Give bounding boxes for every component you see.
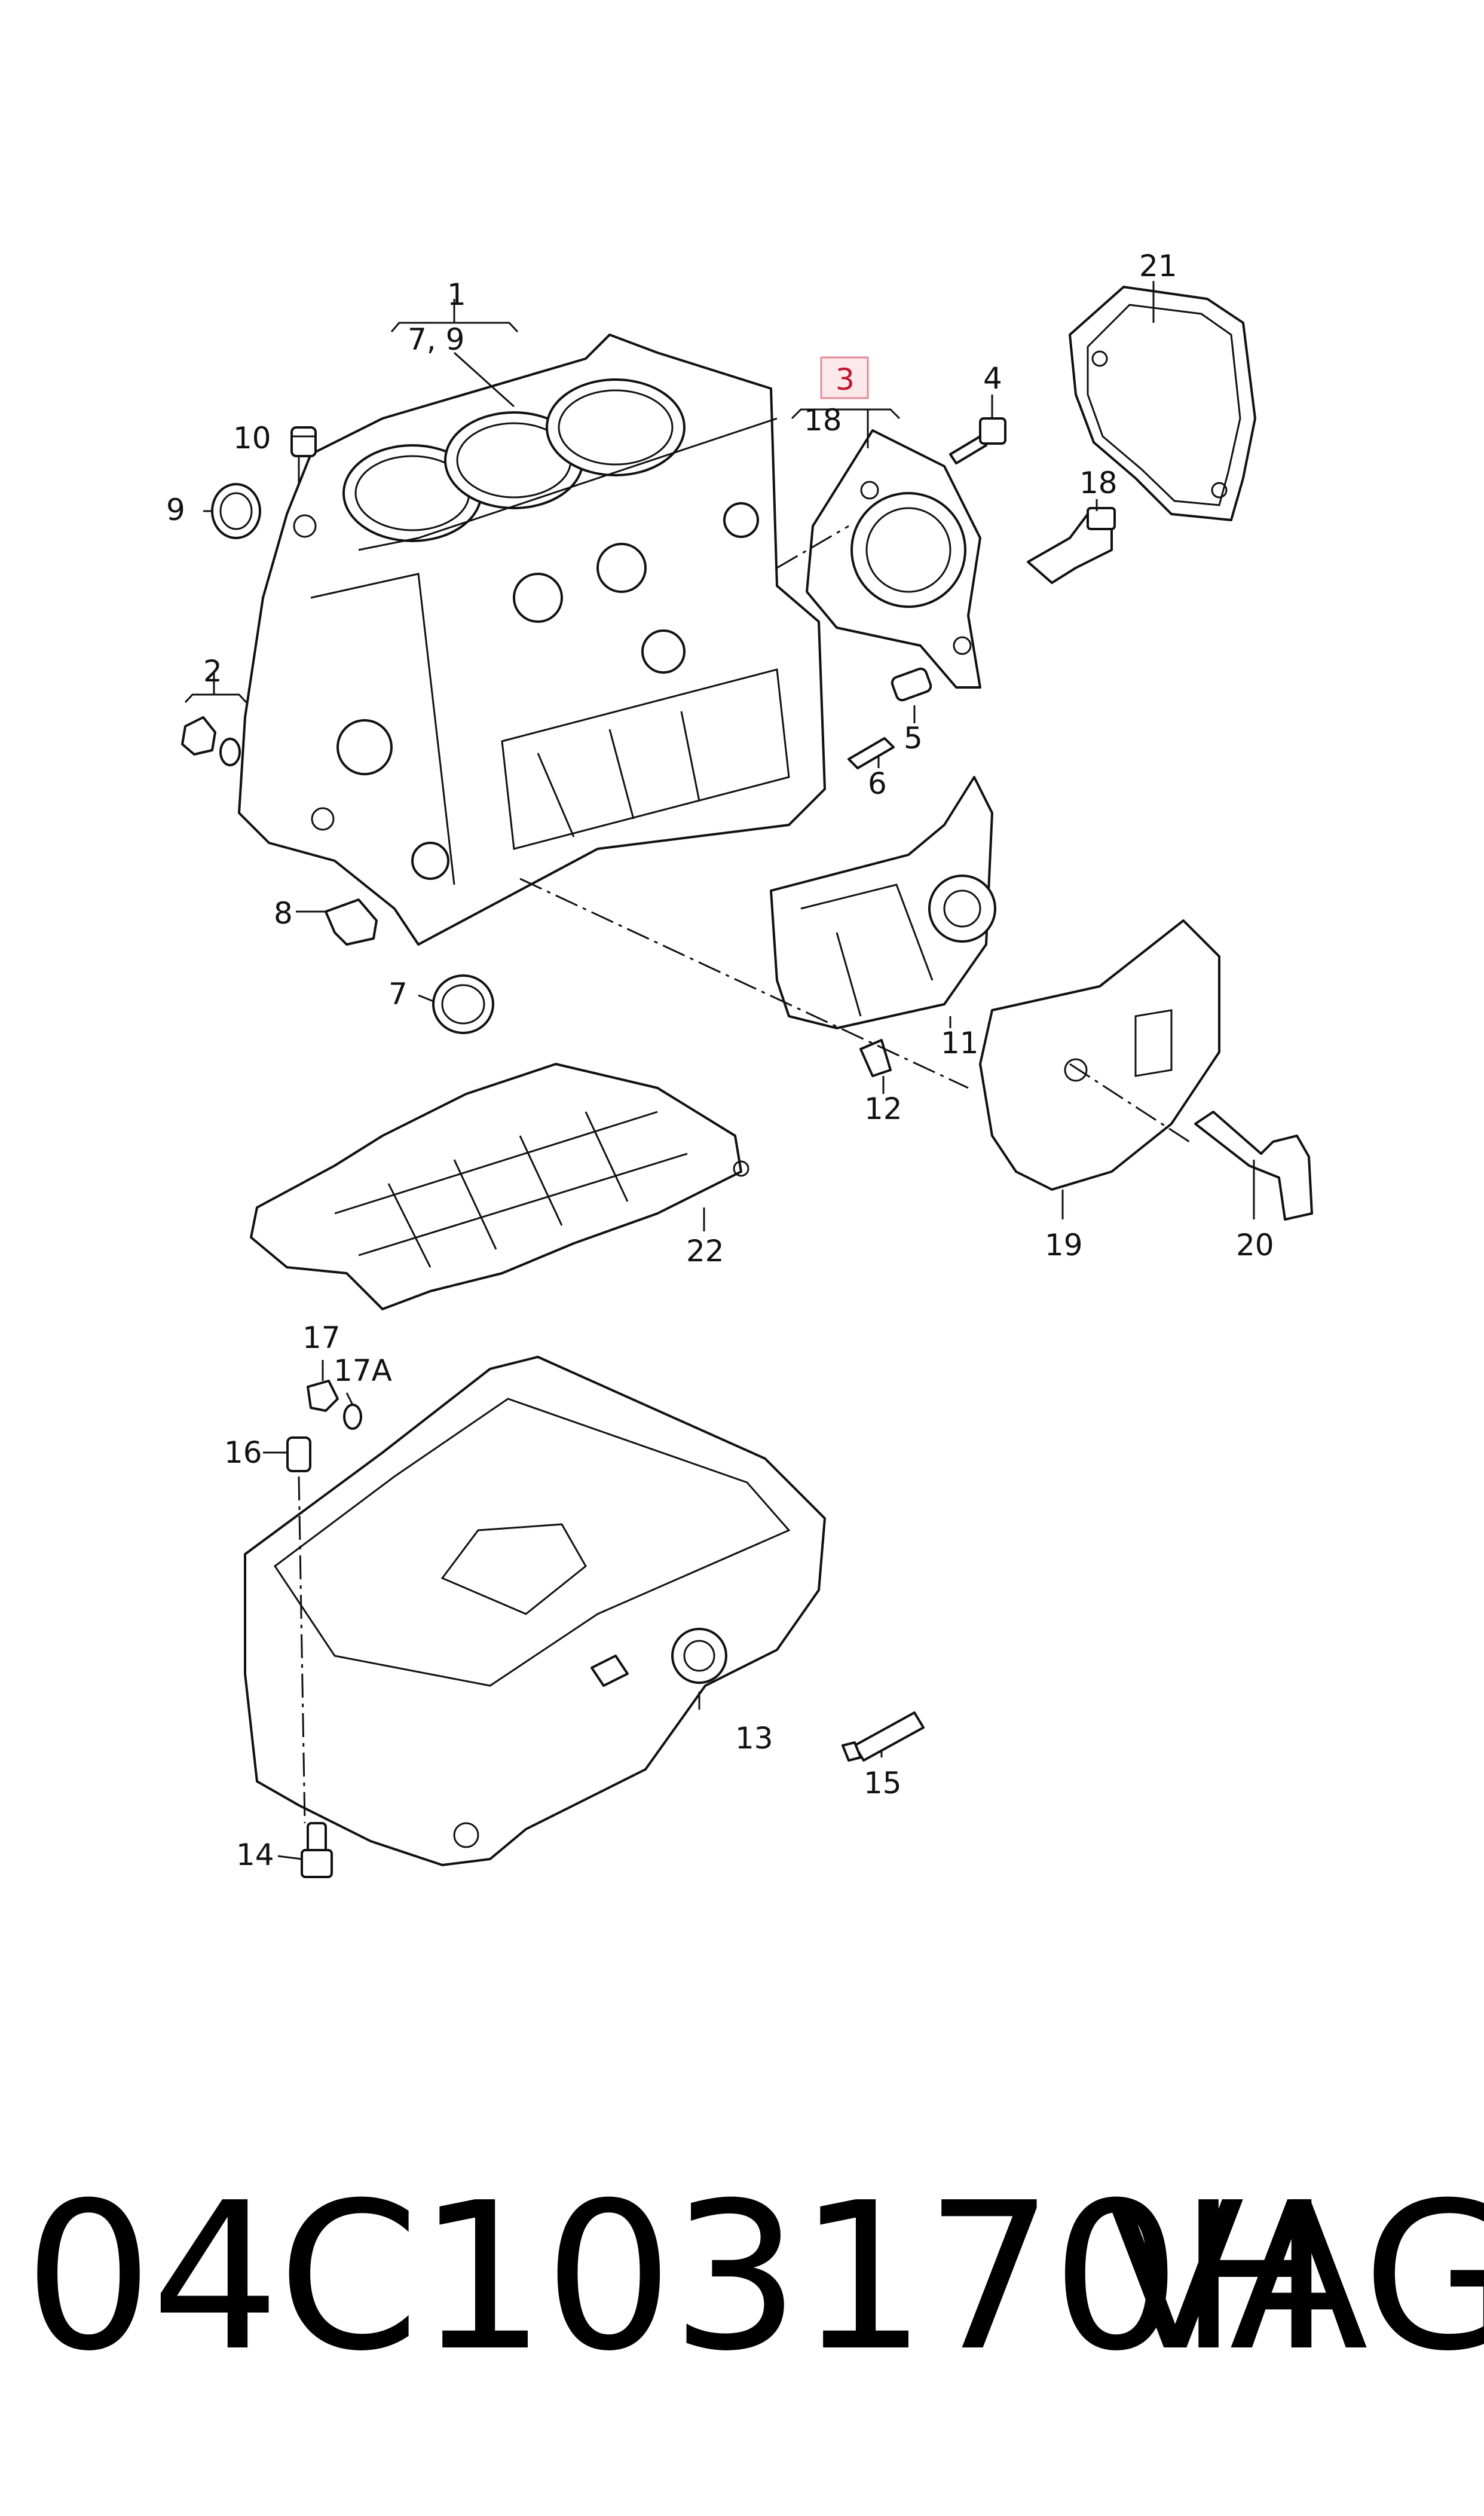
callout-10[interactable]: 10 <box>233 421 271 455</box>
callout-3[interactable]: 3 <box>836 362 855 397</box>
part-17a-seal <box>343 1404 362 1430</box>
part-18-sensor <box>1027 507 1116 584</box>
callout-2[interactable]: 2 <box>203 654 222 689</box>
callout-15[interactable]: 15 <box>864 1766 902 1800</box>
callout-labels: 1 7, 9 3 18 4 21 18 10 9 2 8 7 5 6 11 12… <box>166 249 1274 1872</box>
part-12-bolt <box>859 1039 892 1077</box>
part-4-bolt <box>949 417 1006 464</box>
callout-18[interactable]: 18 <box>1079 466 1118 500</box>
part-14-bolt <box>301 1822 333 1878</box>
rear-seal-flange <box>806 429 981 689</box>
callout-12[interactable]: 12 <box>864 1092 902 1126</box>
leader-lines <box>184 281 1255 1860</box>
callout-22[interactable]: 22 <box>686 1234 724 1268</box>
part-9-cap <box>211 483 261 539</box>
part-15-sealant-tube <box>842 1711 925 1762</box>
callout-21[interactable]: 21 <box>1139 249 1177 283</box>
callout-19[interactable]: 19 <box>1045 1228 1083 1262</box>
callout-11[interactable]: 11 <box>941 1026 979 1060</box>
callout-9[interactable]: 9 <box>166 493 185 527</box>
callout-14[interactable]: 14 <box>236 1838 274 1872</box>
callout-6[interactable]: 6 <box>868 766 887 801</box>
callout-3-highlight <box>820 356 869 399</box>
callout-8[interactable]: 8 <box>274 896 293 931</box>
part-6-pin <box>847 737 895 769</box>
callout-3-sub[interactable]: 18 <box>804 403 842 438</box>
part-number: 04C103170H <box>24 2159 1332 2396</box>
part-8-bracket <box>325 898 378 946</box>
callout-13[interactable]: 13 <box>735 1721 773 1756</box>
part-2-plug-and-seal <box>181 716 241 766</box>
callout-17a[interactable]: 17A <box>333 1353 392 1388</box>
callout-16[interactable]: 16 <box>224 1435 262 1470</box>
alignment-lines <box>298 525 1190 1824</box>
gasket-plate <box>1069 286 1256 521</box>
callout-7[interactable]: 7 <box>388 977 408 1011</box>
bedplate <box>250 1063 749 1310</box>
oil-pan <box>244 1356 826 1866</box>
timing-cover <box>770 776 996 1029</box>
callout-4[interactable]: 4 <box>983 361 1002 396</box>
engine-block <box>238 334 826 946</box>
side-cover <box>979 919 1220 1191</box>
callout-1[interactable]: 1 <box>447 277 466 312</box>
part-16-sleeve <box>286 1436 311 1472</box>
part-7-cap <box>432 974 494 1034</box>
brand-name: VAG <box>1106 2159 1484 2396</box>
callout-17[interactable]: 17 <box>302 1320 341 1355</box>
callout-1-sub[interactable]: 7, 9 <box>408 322 464 357</box>
callout-5[interactable]: 5 <box>904 721 923 756</box>
callout-20[interactable]: 20 <box>1236 1228 1274 1262</box>
part-10-plug <box>290 426 317 484</box>
part-5-sleeve <box>891 667 932 702</box>
part-17-plug <box>307 1380 339 1412</box>
